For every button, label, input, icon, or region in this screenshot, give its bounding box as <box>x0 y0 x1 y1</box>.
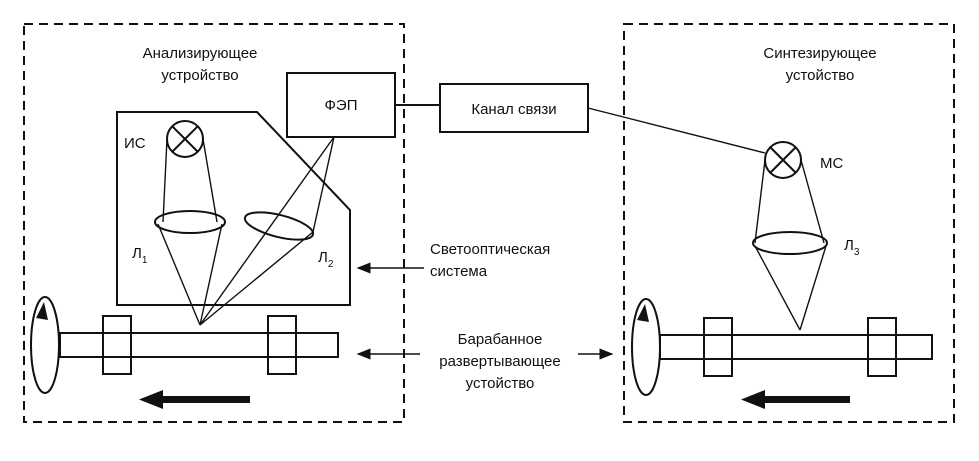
beam-reflect-pmt <box>312 136 335 233</box>
lens-3 <box>752 231 828 255</box>
pmt-label: ФЭП <box>325 97 358 114</box>
optical-system-callout-line2: система <box>430 263 488 280</box>
beam-l3-left <box>754 245 801 331</box>
optical-system-housing <box>116 111 351 306</box>
beam-focus-right <box>199 223 223 326</box>
analyzer-drum <box>59 315 339 375</box>
beam-ms-right <box>800 159 825 244</box>
channel-label: Канал связи <box>471 101 556 118</box>
drum-callout-line2: развертывающее <box>439 353 560 370</box>
analyzer-boundary <box>23 23 405 423</box>
beam-reflect-left <box>199 136 335 326</box>
analyzer-feed-arrow-icon <box>139 390 250 409</box>
lamp-ms-label: МС <box>820 155 843 172</box>
synthesizer-feed-arrow-icon <box>741 390 850 409</box>
link-channel-lamp <box>587 107 766 154</box>
synthesizer-boundary <box>623 23 955 423</box>
beam-l3-right <box>799 245 827 331</box>
lens-2 <box>243 211 315 241</box>
drum-callout-line3: устойство <box>466 375 535 392</box>
beam-ms-left <box>754 159 766 244</box>
synthesizer-title-line1: Синтезирующее <box>763 45 876 62</box>
drum-callout-line1: Барабанное <box>458 331 543 348</box>
lens-2-label: Л2 <box>318 249 334 270</box>
synthesizer-title-line2: устойство <box>786 67 855 84</box>
lens-3-label: Л3 <box>844 237 860 258</box>
analyzer-rotation-icon <box>30 296 60 394</box>
synthesizer-drum <box>659 317 933 377</box>
analyzer-title-line1: Анализирующее <box>143 45 258 62</box>
lamp-is-icon <box>166 120 204 158</box>
beam-lamp-left <box>162 138 168 223</box>
lens-1 <box>154 210 226 234</box>
analyzer-title-line2: устройство <box>161 67 238 84</box>
lamp-is-label: ИС <box>124 135 146 152</box>
beam-focus-left <box>157 223 201 326</box>
beam-lamp-right <box>202 138 218 223</box>
lamp-ms-icon <box>764 141 802 179</box>
lens-1-label: Л1 <box>132 245 148 266</box>
beam-reflect-right <box>199 231 314 326</box>
optical-system-callout-line1: Светооптическая <box>430 241 550 258</box>
synthesizer-rotation-icon <box>631 298 661 396</box>
